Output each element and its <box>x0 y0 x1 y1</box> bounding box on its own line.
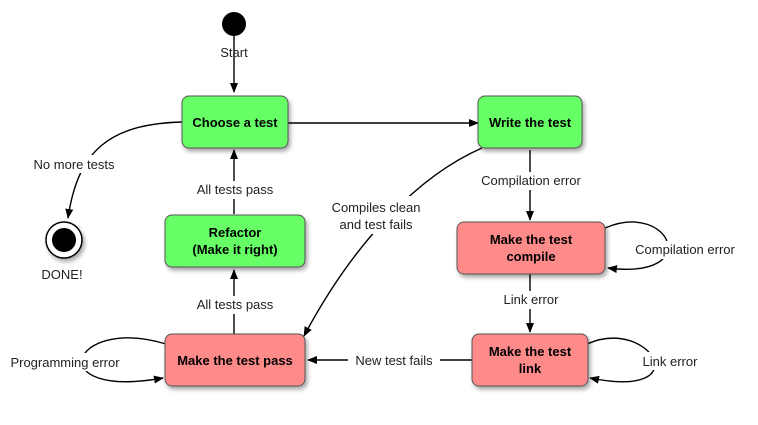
state-write-label: Write the test <box>489 115 572 130</box>
done-label: DONE! <box>41 267 82 282</box>
state-make-test-compile: Make the test compile <box>456 221 606 275</box>
link-error-loop-label-bg <box>636 352 704 370</box>
all-tests-pass-upper-bg <box>190 181 280 199</box>
no-more-tests-label-bg <box>28 155 120 173</box>
edge-label-new-test-fails: New test fails <box>355 353 433 368</box>
state-pass-label: Make the test pass <box>177 353 293 368</box>
compiles-clean-label-bg <box>322 196 432 234</box>
state-compile-line1: Make the test <box>490 232 573 247</box>
all-tests-pass-lower-bg <box>190 296 280 314</box>
compilation-error-loop-label-bg <box>630 241 742 259</box>
edge-label-compiles-clean-line1: Compiles clean <box>332 200 421 215</box>
start-label: Start <box>220 45 248 60</box>
edge-write-to-pass <box>303 147 483 337</box>
state-refactor: Refactor (Make it right) <box>164 214 306 268</box>
link-error-label-bg <box>498 291 564 309</box>
edge-choose-to-done <box>65 121 183 219</box>
state-make-test-link: Make the test link <box>471 333 589 387</box>
edge-label-all-tests-pass-lower: All tests pass <box>197 297 274 312</box>
state-refactor-line1: Refactor <box>209 225 262 240</box>
edge-label-link-error-loop: Link error <box>643 354 699 369</box>
state-choose-a-test: Choose a test <box>181 95 289 149</box>
compilation-error-label-bg <box>476 172 588 190</box>
state-link-line2: link <box>519 361 542 376</box>
done-node-inner <box>52 228 76 252</box>
state-write-the-test: Write the test <box>477 95 583 149</box>
programming-error-label-bg <box>4 353 126 371</box>
new-test-fails-label-bg <box>348 352 440 370</box>
edge-label-programming-error: Programming error <box>10 355 120 370</box>
edge-label-compilation-error-loop: Compilation error <box>635 242 735 257</box>
state-link-line1: Make the test <box>489 344 572 359</box>
state-compile-line2: compile <box>506 249 555 264</box>
state-make-test-pass: Make the test pass <box>164 333 306 387</box>
edge-label-link-error: Link error <box>504 292 560 307</box>
edge-label-no-more-tests: No more tests <box>34 157 115 172</box>
edge-label-all-tests-pass-upper: All tests pass <box>197 182 274 197</box>
state-refactor-line2: (Make it right) <box>192 242 277 257</box>
edge-label-compiles-clean-line2: and test fails <box>340 217 413 232</box>
state-choose-label: Choose a test <box>192 115 278 130</box>
edge-label-compilation-error: Compilation error <box>481 173 581 188</box>
start-node <box>222 12 246 36</box>
